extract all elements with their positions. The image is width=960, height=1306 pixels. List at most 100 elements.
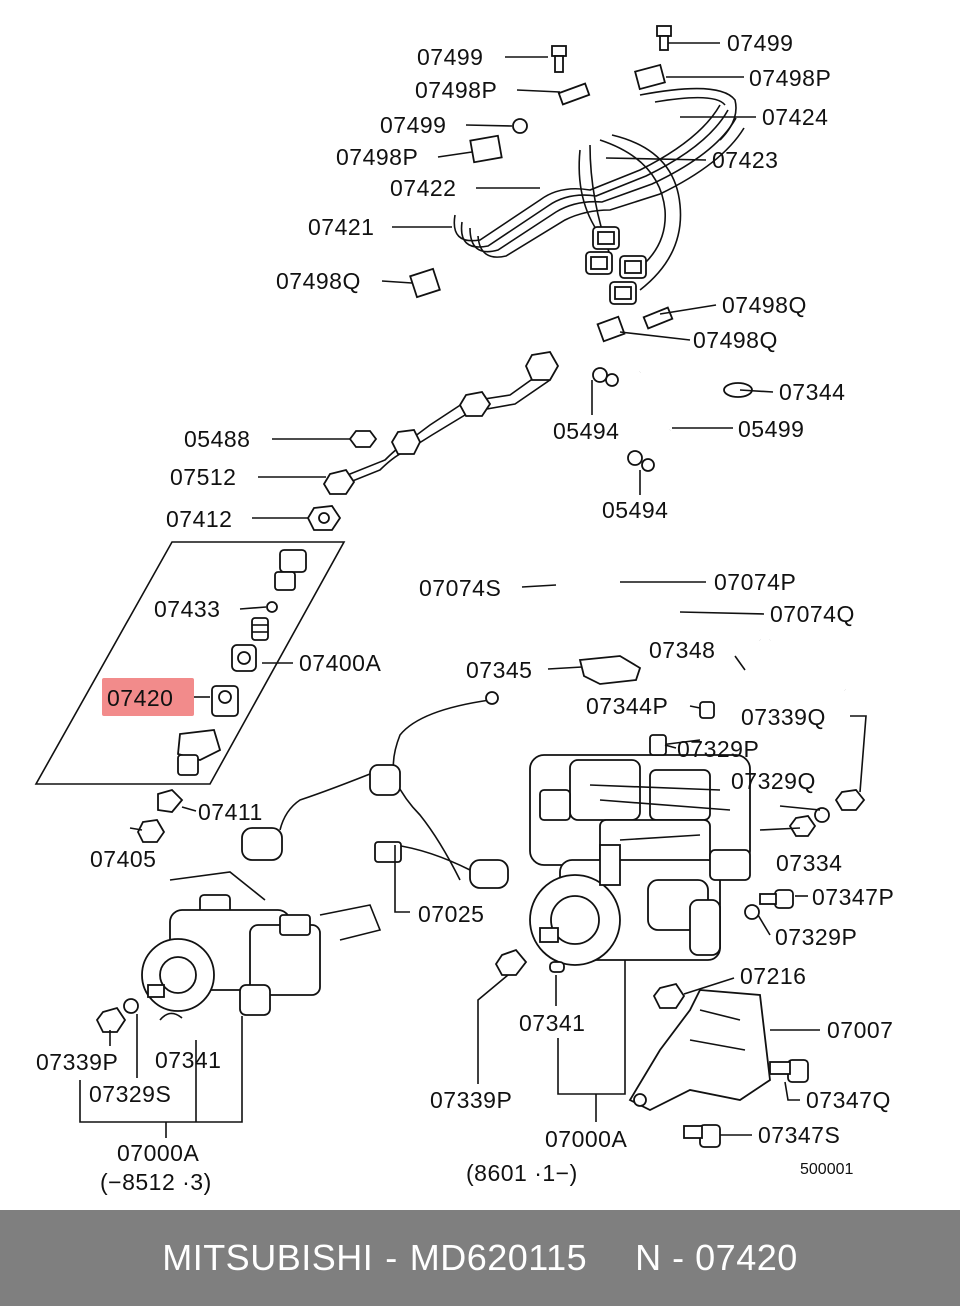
pipe-nut-2: [585, 251, 613, 275]
label-07433: 07433: [154, 596, 220, 622]
label-07499: 07499: [727, 30, 793, 56]
spring: [251, 617, 269, 641]
washer-07329p-right: [744, 904, 760, 920]
banjo-07512-1: [322, 468, 356, 495]
part-info-footer: MITSUBISHI - MD620115 N - 07420: [0, 1210, 960, 1306]
valve-seat: [231, 644, 257, 672]
label-07498p: 07498P: [336, 144, 418, 170]
parts-diagram: 07499 07498P 07499 07498P 07422 07421 07…: [34, 25, 894, 1195]
label-07341: 07341: [155, 1047, 221, 1073]
bracket-07345: [578, 655, 642, 685]
clamp-07498p-left: [469, 134, 503, 164]
label-07344: 07344: [779, 379, 845, 405]
footer-ref: N - 07420: [635, 1237, 798, 1278]
label-07074q: 07074Q: [770, 601, 855, 627]
delivery-valve-body: [177, 729, 222, 776]
date-range-left: (−8512 ·3): [100, 1169, 212, 1195]
nut-07339p-left: [95, 1006, 127, 1033]
washer-07405: [136, 819, 166, 843]
footer-separator: -: [385, 1237, 398, 1278]
nut-07339p-right: [494, 948, 528, 976]
nut-07339q: [834, 789, 866, 811]
delivery-valve-holder: [274, 549, 307, 591]
label-07074s: 07074S: [419, 575, 501, 601]
hose-07348: [703, 649, 764, 716]
label-05494: 05494: [602, 497, 668, 523]
label-05494: 05494: [553, 418, 619, 444]
highlight-07420: [102, 678, 194, 716]
bolt-07499-right: [656, 25, 672, 51]
delivery-valve-kit-box: [34, 541, 346, 785]
label-07499: 07499: [417, 44, 483, 70]
clamp-07498p-mid: [557, 82, 591, 106]
bolt-07347p: [759, 889, 794, 909]
fitting-07344p: [699, 701, 715, 719]
bracket-07007: [628, 989, 771, 1112]
footer-brand: MITSUBISHI: [162, 1237, 374, 1278]
label-07422: 07422: [390, 175, 456, 201]
banjo-07512-3: [458, 391, 492, 417]
label-07498q: 07498Q: [276, 268, 361, 294]
delivery-valve-07420: [211, 685, 239, 717]
pipe-nut-1: [592, 226, 620, 250]
diagram-code: 500001: [800, 1161, 853, 1178]
banjo-07512-4: [525, 351, 560, 381]
injection-pump-right: [529, 734, 751, 966]
label-07329p: 07329P: [775, 924, 857, 950]
label-07421: 07421: [308, 214, 374, 240]
nut-05488: [348, 430, 378, 448]
label-07347q: 07347Q: [806, 1087, 891, 1113]
label-07412: 07412: [166, 506, 232, 532]
label-07344p: 07344P: [586, 693, 668, 719]
clip-05494-bottom: [627, 450, 655, 472]
injection-pipe-assembly: [453, 87, 745, 291]
banjo-07512-2: [390, 429, 422, 455]
gasket-07411: [157, 788, 184, 813]
label-07498q: 07498Q: [693, 327, 778, 353]
pipe-nut-3: [619, 255, 647, 279]
label-07339p: 07339P: [36, 1049, 118, 1075]
washer-07329q: [814, 807, 830, 823]
label-07347p: 07347P: [812, 884, 894, 910]
label-07411: 07411: [198, 799, 263, 825]
clamp-07498q-right: [596, 315, 626, 343]
clamp-07498q-left: [409, 267, 441, 299]
key-07341-right: [549, 961, 565, 973]
wiring-harness-07025: [241, 691, 509, 889]
label-07348: 07348: [649, 637, 715, 663]
clamp-band-inner: [769, 635, 848, 692]
label-07512: 07512: [170, 464, 236, 490]
label-07339p: 07339P: [430, 1087, 512, 1113]
clip-05494-top: [592, 367, 619, 387]
label-07000a: 07000A: [545, 1126, 627, 1152]
bolt-07347s: [683, 1124, 721, 1148]
label-07334: 07334: [776, 850, 842, 876]
label-07499: 07499: [380, 112, 446, 138]
ball-07433: [266, 601, 278, 613]
label-07345: 07345: [466, 657, 532, 683]
label-07498p: 07498P: [415, 77, 497, 103]
bolt-07499-mid: [512, 118, 528, 134]
label-07216: 07216: [740, 963, 806, 989]
label-07498p: 07498P: [749, 65, 831, 91]
label-07339q: 07339Q: [741, 704, 826, 730]
key-07341-left: [159, 1012, 183, 1021]
clamp-07498q-right2: [642, 306, 674, 330]
label-07329p: 07329P: [677, 736, 759, 762]
nut-07216: [652, 982, 686, 1009]
label-05499: 05499: [738, 416, 804, 442]
washer-07412-hole: [318, 512, 330, 524]
label-07420: 07420: [107, 685, 173, 711]
washer-07329s: [123, 998, 139, 1014]
footer-part-number: MD620115: [409, 1237, 588, 1278]
label-07007: 07007: [827, 1017, 893, 1043]
label-07025: 07025: [418, 901, 484, 927]
label-07400a: 07400A: [299, 650, 381, 676]
label-07074p: 07074P: [714, 569, 796, 595]
label-07498q: 07498Q: [722, 292, 807, 318]
label-07000a: 07000A: [117, 1140, 199, 1166]
label-07347s: 07347S: [758, 1122, 840, 1148]
label-07423: 07423: [712, 147, 778, 173]
label-07424: 07424: [762, 104, 828, 130]
nut-07334: [788, 815, 817, 837]
